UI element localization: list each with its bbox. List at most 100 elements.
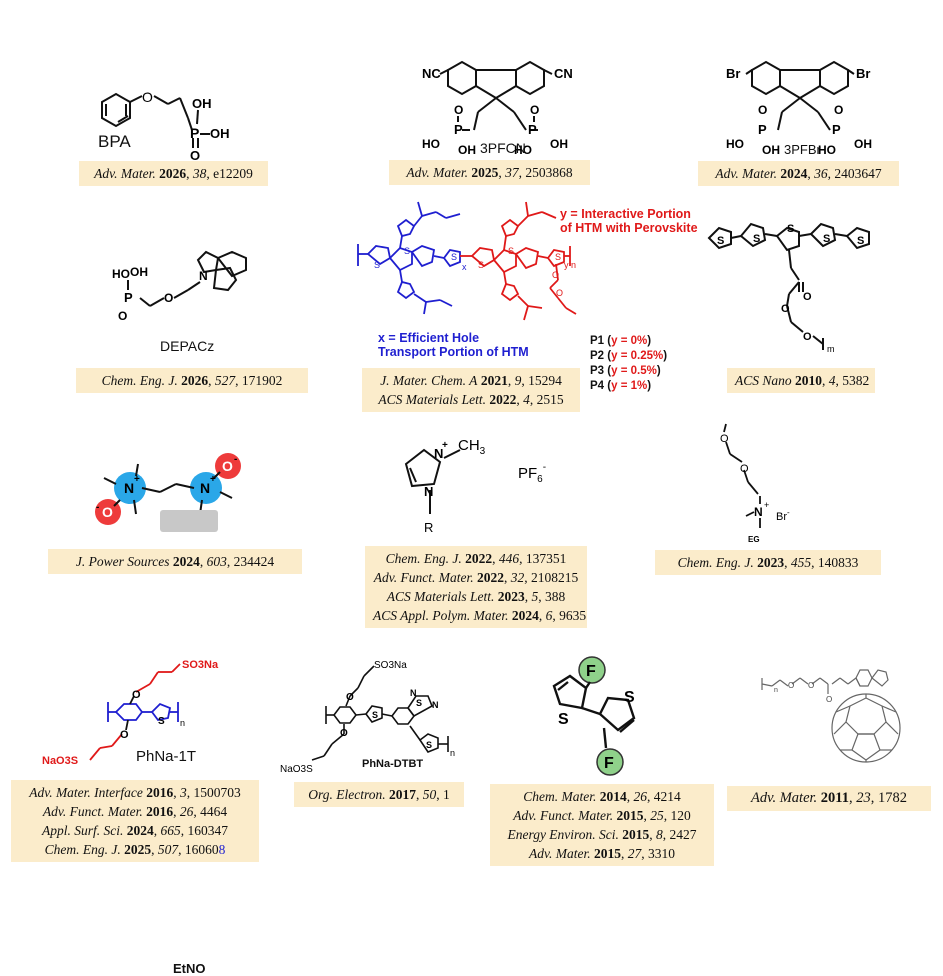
polymer-s4: S xyxy=(478,260,484,270)
polymer-s5: S xyxy=(508,246,514,256)
imid-ref-2: Adv. Funct. Mater. 2022, 32, 2108215 xyxy=(373,570,579,585)
oligo-s5: S xyxy=(857,235,864,247)
ref-journal: J. Power Sources xyxy=(75,554,170,569)
eg-o2: O xyxy=(740,463,749,475)
oligo-s1: S xyxy=(717,235,724,247)
phna1t-o1: O xyxy=(132,689,141,701)
dtbt-s2: S xyxy=(416,698,422,708)
3pfcn-oh1: OH xyxy=(458,143,476,157)
phna1t-n: n xyxy=(180,718,185,728)
bpa-oh2: OH xyxy=(210,126,230,141)
peg-o2: O xyxy=(808,681,814,690)
polymer-o2: O xyxy=(556,288,563,298)
ref-year: 2024 xyxy=(172,554,200,569)
phna1t-references: Adv. Mater. Interface 2016, 3, 1500703 A… xyxy=(11,780,259,862)
phnadtbt-reference: Org. Electron. 2017, 50, 1 xyxy=(294,782,464,807)
ref-year: 2011 xyxy=(820,790,849,806)
eg-br: Br- xyxy=(776,508,790,523)
ref-journal: Chem. Eng. J. xyxy=(677,555,754,570)
variant-p1: P1 (y = 0%) xyxy=(590,335,652,347)
ref-volume: 36 xyxy=(814,166,828,181)
polymer-blue-note: x = Efficient Hole Transport Portion of … xyxy=(378,331,529,359)
ref-year: 2026 xyxy=(181,373,209,388)
ref-page: 171902 xyxy=(241,373,283,388)
3pfbr-structure: Br Br P P O O HO OH HO OH 3PFBr xyxy=(722,30,882,158)
fbit-s2: S xyxy=(624,689,635,706)
ref-year: 2026 xyxy=(159,166,187,181)
dtbt-so3na: SO3Na xyxy=(374,660,407,671)
imidazolium-references: Chem. Eng. J. 2022, 446, 137351 Adv. Fun… xyxy=(365,546,587,628)
polymer-structure: S S S x S S S y n O O xyxy=(352,196,592,332)
blue-note-line1: x = Efficient Hole xyxy=(378,331,480,345)
polymer-s1: S xyxy=(374,260,380,270)
dtbt-o2: O xyxy=(340,728,348,739)
polymer-drawing: S S S x S S S y n O O xyxy=(357,201,577,321)
polymer-red-note: y = Interactive Portion of HTM with Pero… xyxy=(560,207,698,235)
bpa-reference: Adv. Mater. 2026, 38, e12209 xyxy=(79,161,268,186)
oligo-o3: O xyxy=(803,331,812,343)
depacz-n: N xyxy=(199,269,208,283)
imid-ref-4: ACS Appl. Polym. Mater. 2024, 6, 9635 xyxy=(373,608,587,623)
3pfcn-p1: P xyxy=(454,122,463,137)
etno-minus1: - xyxy=(96,502,99,513)
depacz-reference: Chem. Eng. J. 2026, 527, 171902 xyxy=(76,368,308,393)
3pfcn-oh2: OH xyxy=(550,137,568,151)
ref-journal: Org. Electron. xyxy=(308,787,386,802)
polymer-references: J. Mater. Chem. A 2021, 9, 15294 ACS Mat… xyxy=(362,368,580,412)
ref-page: 1782 xyxy=(878,790,907,806)
oligothiophene-drawing: S S S S S O O O m xyxy=(707,222,870,354)
3pfbr-oh1: OH xyxy=(762,143,780,157)
3pfcn-reference: Adv. Mater. 2025, 37, 2503868 xyxy=(389,160,590,185)
bpa-o-atom: O xyxy=(142,89,153,105)
phna1t-s: S xyxy=(158,716,165,727)
dtbt-n2: N xyxy=(432,700,439,710)
ref-year: 2025 xyxy=(471,165,499,180)
eg-plus: + xyxy=(764,500,769,510)
dtbt-naso3: NaO3S xyxy=(280,764,313,775)
eg-n: N xyxy=(754,505,763,519)
polymer-s6: S xyxy=(555,252,561,262)
eg-o1: O xyxy=(720,433,729,445)
ref-volume: 38 xyxy=(192,166,207,181)
ref-year: 2010 xyxy=(795,373,823,388)
etno-badge xyxy=(160,510,218,532)
phna1t-name: PhNa-1T xyxy=(136,748,197,765)
3pfbr-reference: Adv. Mater. 2024, 36, 2403647 xyxy=(698,161,899,186)
imid-r: R xyxy=(424,520,433,535)
dtbt-o1: O xyxy=(346,692,354,703)
etno-n2: N xyxy=(200,480,210,496)
depacz-o1: O xyxy=(118,309,127,323)
imid-plus: + xyxy=(442,440,448,451)
3pfbr-oh2: OH xyxy=(854,137,872,151)
imidazolium-drawing: N + CH3 N R PF6- xyxy=(404,437,546,535)
3pfcn-drawing: NC CN P P O O HO OH HO OH xyxy=(422,60,573,157)
etno-n1: N xyxy=(124,480,134,496)
ref-year: 2023 xyxy=(757,555,785,570)
fbit-f2: F xyxy=(604,755,614,772)
ref-volume: 455 xyxy=(790,555,812,570)
3pfbr-p1: P xyxy=(758,122,767,137)
depacz-p: P xyxy=(124,290,133,305)
ref-year: 2024 xyxy=(780,166,808,181)
peg-n: n xyxy=(774,687,778,694)
phna1t-ref-4: Chem. Eng. J. 2025, 507, 160608 xyxy=(44,842,226,857)
etno-o1: O xyxy=(102,504,113,520)
depacz-ho: HO xyxy=(112,267,130,281)
ref-volume: 37 xyxy=(505,165,519,180)
polymer-variants: P1 (y = 0%) P2 (y = 0.25%) P3 (y = 0.5%)… xyxy=(590,334,667,394)
ref-page: 140833 xyxy=(817,555,859,570)
fbithiophene-drawing: F F S S xyxy=(552,656,636,776)
fluorine-highlight xyxy=(578,656,606,684)
polymer-s2: S xyxy=(404,246,410,256)
etno-o2: O xyxy=(222,458,233,474)
ref-page: e12209 xyxy=(213,166,253,181)
3pfcn-ho2: HO xyxy=(514,143,532,157)
pcbm-peg-structure: O O O n xyxy=(756,664,928,784)
depacz-drawing: HO OH P O O N xyxy=(112,250,247,323)
phna1t-so3na: SO3Na xyxy=(182,659,219,671)
ref-journal: Adv. Mater. xyxy=(406,165,468,180)
3pfcn-p2: P xyxy=(528,122,537,137)
3pfbr-br2: Br xyxy=(856,66,870,81)
phna1t-drawing: O O S n SO3Na NaO3S xyxy=(42,659,219,767)
polymer-y: y xyxy=(564,260,569,270)
